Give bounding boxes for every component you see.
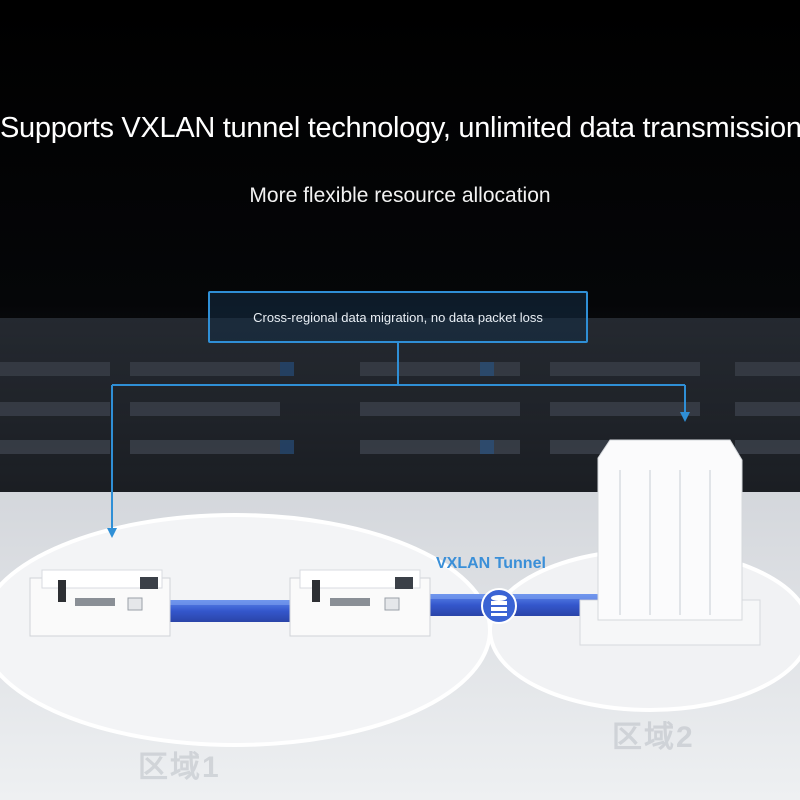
building-icon xyxy=(579,439,761,646)
headline-subtitle: More flexible resource allocation xyxy=(249,184,551,207)
arrow-down-icon xyxy=(680,412,690,422)
tunnel-label: VXLAN Tunnel xyxy=(436,555,546,572)
database-icon xyxy=(481,588,517,624)
region-1-label: 区域1 xyxy=(138,751,221,784)
callout-connectors xyxy=(111,343,686,530)
region-2-label: 区域2 xyxy=(612,721,695,754)
server-rack-icon xyxy=(289,569,431,637)
server-rack-icon xyxy=(29,569,171,637)
background-server-racks xyxy=(0,318,800,498)
headline-title: Supports VXLAN tunnel technology, unlimi… xyxy=(0,112,800,144)
migration-callout-box: Cross-regional data migration, no data p… xyxy=(208,291,588,343)
arrow-down-icon xyxy=(107,528,117,538)
